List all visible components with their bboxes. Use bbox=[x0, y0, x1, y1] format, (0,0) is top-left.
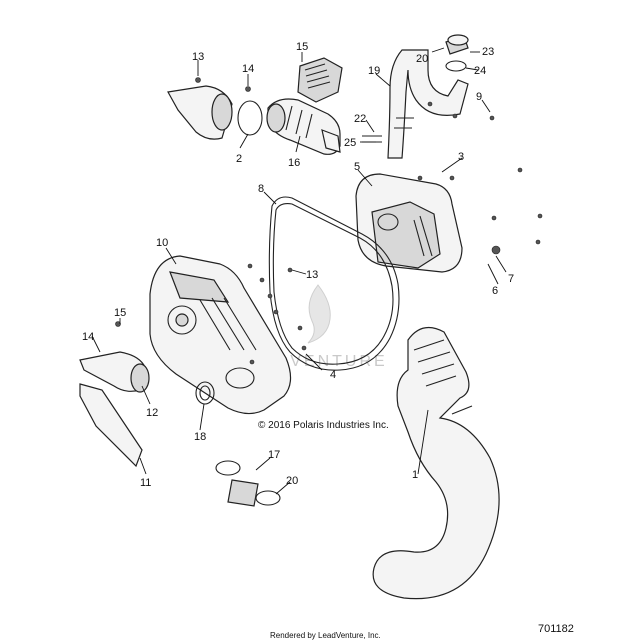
part-seal-ring bbox=[195, 381, 215, 405]
part-seal-ring-inner bbox=[199, 385, 211, 401]
callout-15-bottom: 15 bbox=[114, 307, 126, 319]
part-nut-15-top bbox=[245, 86, 251, 92]
part-deflector bbox=[79, 383, 143, 468]
diagram-number: 701182 bbox=[538, 623, 574, 635]
callout-13: 13 bbox=[306, 269, 318, 281]
callout-20-top: 19 bbox=[368, 65, 380, 77]
callout-10: 10 bbox=[156, 237, 168, 249]
callout-4: 4 bbox=[330, 369, 336, 381]
callout-11: 11 bbox=[140, 477, 151, 489]
callout-25: 25 bbox=[344, 137, 356, 149]
callout-5: 5 bbox=[354, 161, 360, 173]
callout-21: 20 bbox=[416, 53, 428, 65]
watermark-logo: ADVENTURE bbox=[262, 284, 388, 370]
callout-16: 15 bbox=[296, 41, 308, 53]
part-lower-inlet bbox=[79, 351, 150, 393]
part-inlet-adapter bbox=[167, 77, 233, 140]
callout-12: 12 bbox=[146, 407, 158, 419]
part-duct-clamp bbox=[362, 135, 382, 143]
copyright-caption: © 2016 Polaris Industries Inc. bbox=[258, 420, 389, 431]
hardware-bolts bbox=[115, 101, 543, 365]
callout-18: 17 bbox=[268, 449, 280, 461]
callout-14-bottom: 14 bbox=[82, 331, 94, 343]
leader-lines bbox=[91, 47, 507, 495]
part-filter bbox=[297, 57, 343, 103]
callout-9: 9 bbox=[476, 91, 482, 103]
callout-7: 7 bbox=[508, 273, 514, 285]
callout-23: 23 bbox=[482, 46, 494, 58]
callout-22: 22 bbox=[354, 113, 366, 125]
callout-6: 6 bbox=[492, 285, 498, 297]
watermark-text: ADVENTURE bbox=[262, 353, 388, 370]
part-outer-cover bbox=[355, 173, 463, 273]
part-intake-boot bbox=[266, 98, 341, 155]
render-footer: Rendered by LeadVenture, Inc. bbox=[270, 631, 381, 640]
part-drive-belt bbox=[268, 196, 400, 371]
callout-24: 24 bbox=[474, 65, 486, 77]
part-coupler bbox=[215, 460, 281, 507]
callout-14-top: 13 bbox=[192, 51, 204, 63]
part-clamp-ring bbox=[237, 100, 263, 136]
callout-19: 18 bbox=[194, 431, 206, 443]
callout-1: 1 bbox=[412, 469, 418, 481]
callout-17: 16 bbox=[288, 157, 300, 169]
callout-15-top: 14 bbox=[242, 63, 254, 75]
part-main-duct bbox=[372, 326, 500, 600]
part-inner-cover bbox=[149, 255, 292, 415]
callout-8: 8 bbox=[258, 183, 264, 195]
callout-labels: 13 14 15 2 16 19 20 23 24 9 22 25 3 5 8 … bbox=[82, 41, 514, 489]
callout-2: 2 bbox=[236, 153, 242, 165]
part-outlet-cap bbox=[445, 34, 469, 72]
callout-20-bottom: 20 bbox=[286, 475, 298, 487]
callout-3: 3 bbox=[458, 151, 464, 163]
